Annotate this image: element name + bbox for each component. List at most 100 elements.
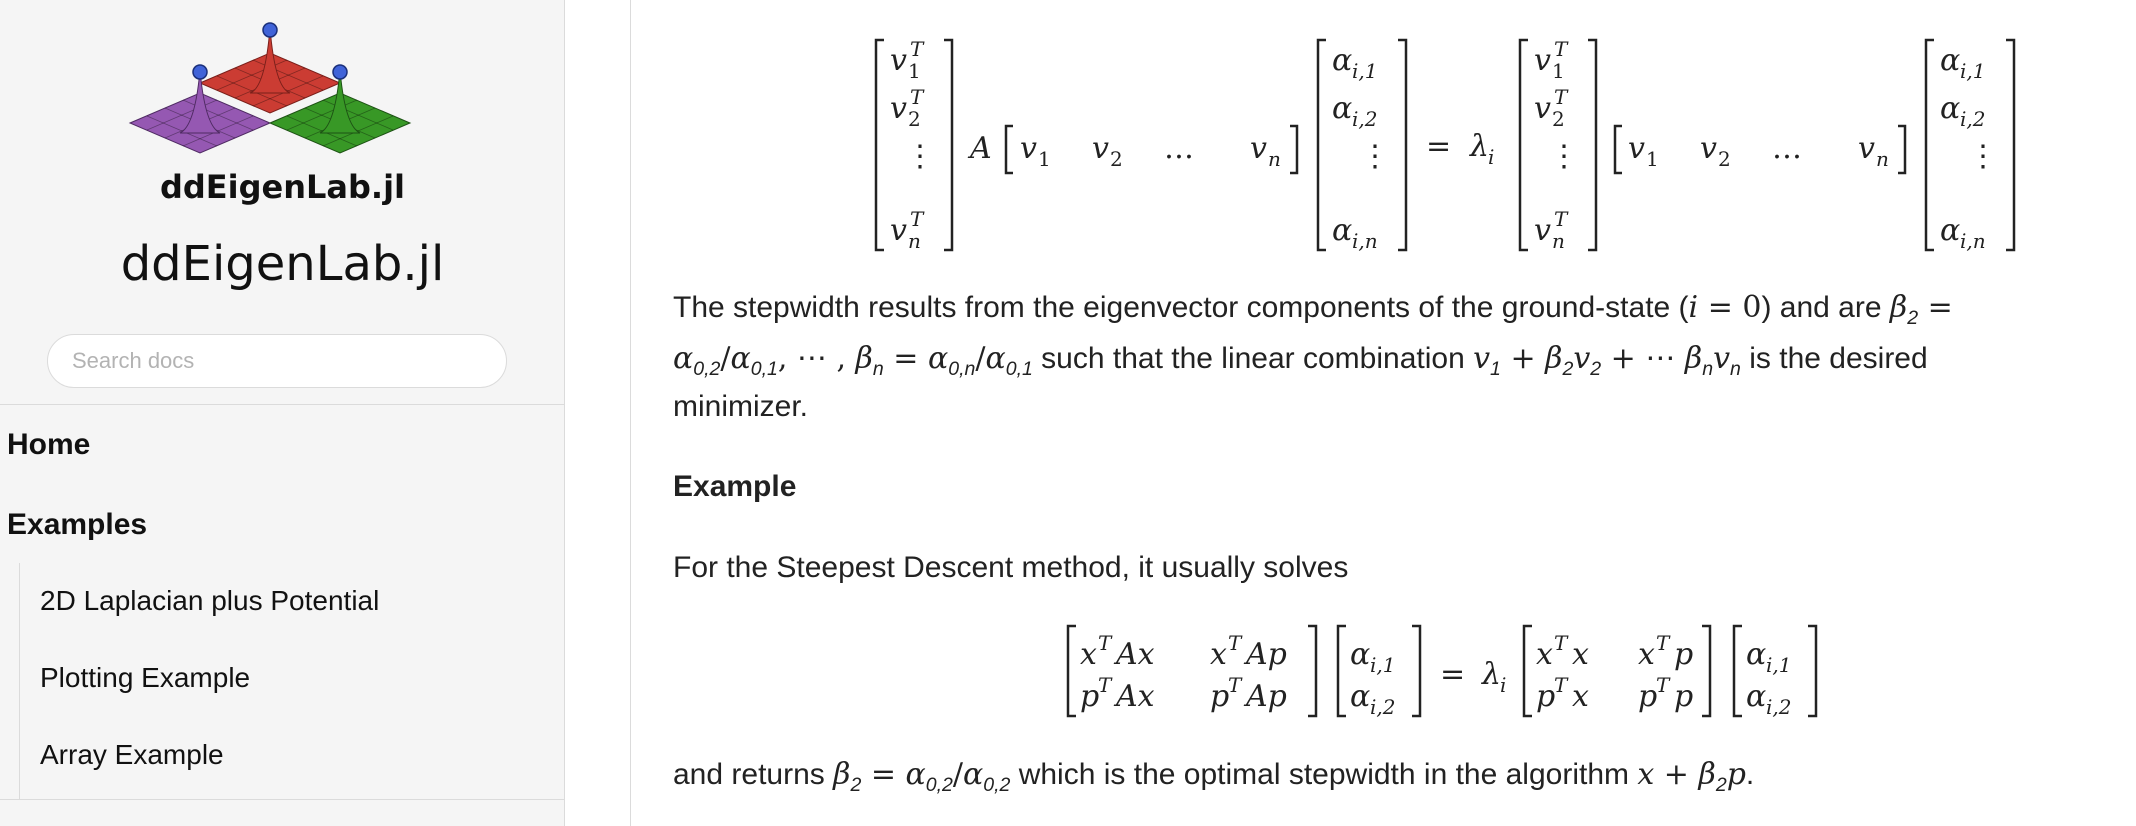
svg-text:n: n bbox=[1876, 147, 1889, 171]
svg-text:v: v bbox=[1250, 131, 1267, 166]
svg-text:i,2: i,2 bbox=[1352, 107, 1377, 131]
svg-text:i: i bbox=[1500, 673, 1506, 697]
svg-text:v: v bbox=[1534, 213, 1551, 248]
svg-text:T: T bbox=[1656, 631, 1671, 655]
paragraph-stepwidth-line2: α0,2/α0,1, ⋯ , βn = α0,n/α0,1 such that … bbox=[673, 341, 1928, 380]
svg-text:Ax: Ax bbox=[1113, 637, 1155, 672]
svg-text:i,n: i,n bbox=[1352, 229, 1378, 253]
logo-text[interactable]: ddEigenLab.jl bbox=[159, 168, 405, 206]
svg-text:v: v bbox=[890, 91, 907, 126]
svg-text:x: x bbox=[1536, 637, 1553, 672]
svg-text:…: … bbox=[1772, 131, 1802, 166]
svg-text:T: T bbox=[910, 85, 925, 109]
svg-text:λ: λ bbox=[1469, 129, 1489, 164]
svg-text:T: T bbox=[1098, 673, 1113, 697]
svg-text:p: p bbox=[1674, 637, 1693, 672]
svg-text:n: n bbox=[1552, 229, 1565, 253]
svg-text:p: p bbox=[1210, 679, 1229, 714]
svg-text:2: 2 bbox=[1552, 107, 1565, 131]
svg-text:p: p bbox=[1674, 679, 1693, 714]
svg-text:p: p bbox=[1080, 679, 1099, 714]
nav-item-plotting-example[interactable]: Plotting Example bbox=[40, 662, 251, 693]
svg-text:A: A bbox=[967, 131, 992, 166]
svg-text:2: 2 bbox=[1718, 147, 1731, 171]
svg-text:v: v bbox=[1700, 131, 1717, 166]
svg-text:v: v bbox=[890, 213, 907, 248]
svg-text:=: = bbox=[1440, 657, 1465, 692]
svg-text:T: T bbox=[1554, 37, 1569, 61]
sidebar-divider bbox=[0, 799, 565, 800]
svg-text:v: v bbox=[1020, 131, 1037, 166]
content-border bbox=[630, 0, 631, 826]
svg-text:Ap: Ap bbox=[1243, 679, 1287, 714]
svg-text:⋮: ⋮ bbox=[905, 139, 935, 174]
svg-text:x: x bbox=[1080, 637, 1097, 672]
nav-item-home[interactable]: Home bbox=[7, 428, 91, 461]
nav-item-2d-laplacian[interactable]: 2D Laplacian plus Potential bbox=[40, 585, 380, 616]
svg-text:x: x bbox=[1572, 679, 1589, 714]
svg-text:α: α bbox=[1350, 637, 1370, 672]
nav-item-examples[interactable]: Examples bbox=[7, 508, 148, 541]
svg-text:2: 2 bbox=[1110, 147, 1123, 171]
svg-text:Ax: Ax bbox=[1113, 679, 1155, 714]
svg-text:n: n bbox=[1268, 147, 1281, 171]
svg-text:i: i bbox=[1488, 145, 1494, 169]
svg-text:v: v bbox=[1628, 131, 1645, 166]
svg-text:p: p bbox=[1638, 679, 1657, 714]
paragraph-returns: and returns β2 = α0,2/α0,2 which is the … bbox=[673, 757, 1755, 796]
svg-text:x: x bbox=[1638, 637, 1655, 672]
svg-text:T: T bbox=[1228, 673, 1243, 697]
svg-text:x: x bbox=[1572, 637, 1589, 672]
svg-text:⋮: ⋮ bbox=[1968, 139, 1998, 174]
sidebar-divider bbox=[0, 404, 565, 405]
svg-text:T: T bbox=[910, 37, 925, 61]
svg-text:v: v bbox=[1534, 43, 1551, 78]
svg-text:Ap: Ap bbox=[1243, 637, 1287, 672]
svg-text:2: 2 bbox=[908, 107, 921, 131]
sidebar: ddEigenLab.jl ddEigenLab.jl Home Example… bbox=[0, 0, 565, 826]
examples-subnav: 2D Laplacian plus Potential Plotting Exa… bbox=[19, 563, 565, 799]
heading-example: Example bbox=[673, 470, 797, 503]
svg-text:v: v bbox=[890, 43, 907, 78]
svg-text:…: … bbox=[1164, 131, 1194, 166]
svg-text:α: α bbox=[1350, 679, 1370, 714]
svg-text:T: T bbox=[1554, 673, 1569, 697]
svg-text:T: T bbox=[1656, 673, 1671, 697]
svg-text:1: 1 bbox=[1552, 59, 1565, 83]
svg-text:=: = bbox=[1426, 129, 1451, 164]
svg-text:i,2: i,2 bbox=[1766, 695, 1791, 719]
nav-item-array-example[interactable]: Array Example bbox=[40, 739, 224, 770]
svg-text:v: v bbox=[1092, 131, 1109, 166]
svg-text:λ: λ bbox=[1481, 657, 1501, 692]
svg-text:α: α bbox=[1940, 91, 1960, 126]
svg-text:i,1: i,1 bbox=[1352, 59, 1377, 83]
svg-text:i,1: i,1 bbox=[1370, 653, 1395, 677]
svg-text:1: 1 bbox=[1038, 147, 1051, 171]
svg-text:v: v bbox=[1858, 131, 1875, 166]
svg-text:α: α bbox=[1940, 43, 1960, 78]
ddeigenlab-logo[interactable] bbox=[125, 18, 440, 178]
svg-text:i,1: i,1 bbox=[1960, 59, 1985, 83]
svg-text:α: α bbox=[1332, 213, 1352, 248]
svg-text:n: n bbox=[908, 229, 921, 253]
svg-text:α: α bbox=[1746, 637, 1766, 672]
search-input[interactable] bbox=[47, 334, 507, 388]
svg-text:1: 1 bbox=[1646, 147, 1659, 171]
paragraph-stepwidth-line1: The stepwidth results from the eigenvect… bbox=[673, 290, 1953, 329]
paragraph-stepwidth-line3: minimizer. bbox=[673, 390, 809, 423]
site-title[interactable]: ddEigenLab.jl bbox=[120, 236, 445, 292]
svg-text:α: α bbox=[1332, 91, 1352, 126]
svg-text:T: T bbox=[1554, 207, 1569, 231]
svg-text:⋮: ⋮ bbox=[1360, 139, 1390, 174]
svg-text:T: T bbox=[910, 207, 925, 231]
svg-text:T: T bbox=[1554, 631, 1569, 655]
svg-text:x: x bbox=[1210, 637, 1227, 672]
svg-text:i,1: i,1 bbox=[1766, 653, 1791, 677]
svg-text:i,2: i,2 bbox=[1370, 695, 1395, 719]
svg-text:α: α bbox=[1746, 679, 1766, 714]
svg-text:α: α bbox=[1332, 43, 1352, 78]
